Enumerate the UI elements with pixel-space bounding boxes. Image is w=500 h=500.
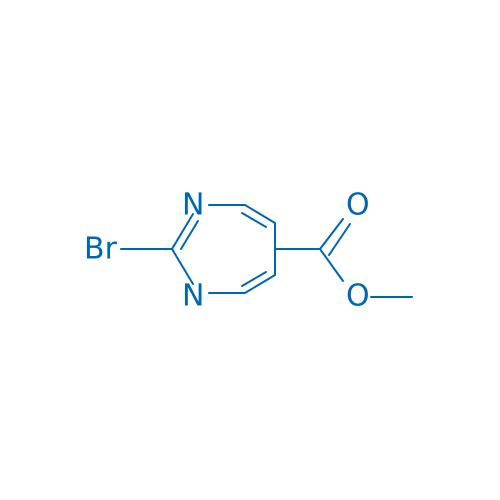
atom-label-ester-oxygen: O (346, 279, 370, 314)
atom-label-bromine: Br (84, 232, 118, 267)
bond-c6-c5-outer (244, 204, 276, 224)
atom-label-nitrogen-top: N (182, 188, 204, 223)
bond-c6-c5-inner (241, 212, 267, 228)
bond-c2-n-top-outer (171, 213, 194, 250)
atom-label-nitrogen-bottom: N (182, 279, 204, 314)
bond-c4-n-bottom-inner (241, 271, 267, 287)
bond-carbonyl-double-2 (328, 223, 351, 256)
atom-label-carbonyl-oxygen: O (346, 188, 370, 223)
bond-n-bottom-c2 (171, 248, 194, 285)
bond-carbonyl-ester-o (319, 248, 344, 282)
bond-carbonyl-double-1 (319, 218, 344, 250)
bond-c2-n-top-inner (180, 220, 199, 250)
bond-c4-n-bottom-outer (244, 274, 276, 294)
